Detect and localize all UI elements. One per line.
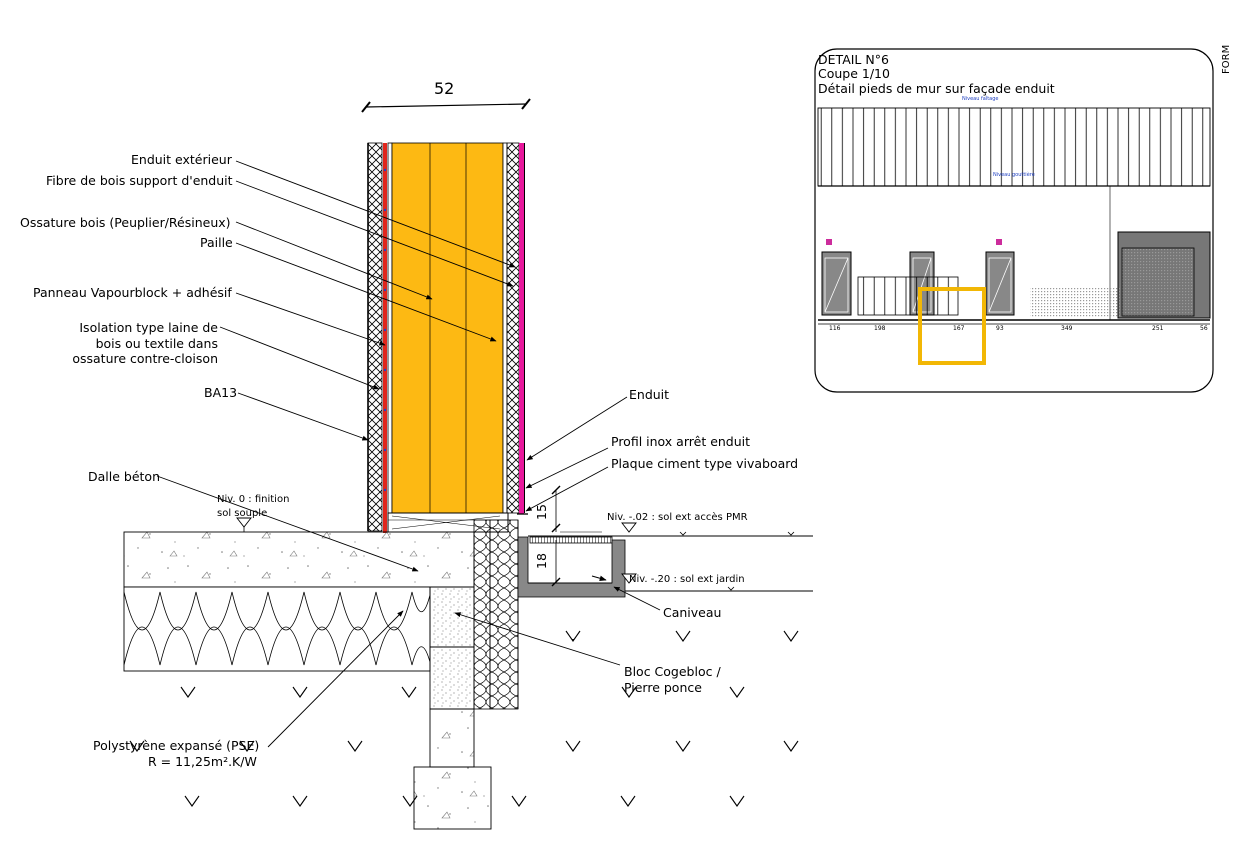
inset-pink-marker-icon	[996, 239, 1002, 245]
label-bloc-1: Bloc Cogebloc /	[624, 664, 721, 679]
dim-15: 15	[534, 504, 549, 520]
label-caniveau: Caniveau	[663, 605, 721, 620]
label-ossature-bois: Ossature bois (Peuplier/Résineux)	[20, 215, 231, 230]
label-isolation-3: ossature contre-cloison	[72, 351, 218, 366]
annotations: Enduit extérieur Fibre de bois support d…	[20, 152, 798, 769]
inset-marker-top: Niveau faîtage	[962, 95, 998, 102]
label-pse-1: Polystyrène expansé (PSE)	[93, 738, 259, 753]
label-bloc-2: Pierre ponce	[624, 680, 702, 695]
inset-dim: 167	[953, 325, 965, 332]
dimension-52: 52	[434, 79, 454, 98]
label-dalle-beton: Dalle béton	[88, 469, 160, 484]
wall-section	[367, 142, 528, 533]
slab-foundation	[123, 519, 519, 830]
label-profil-inox: Profil inox arrêt enduit	[611, 434, 750, 449]
label-niv0-2: sol souple	[217, 508, 267, 519]
inset-scale: Coupe 1/10	[818, 66, 890, 81]
exterior-ground: 15 18	[236, 485, 813, 598]
level-marker-icon	[621, 522, 637, 533]
inset-subtitle: Détail pieds de mur sur façade enduit	[818, 81, 1055, 96]
label-fibre-bois: Fibre de bois support d'enduit	[46, 173, 233, 188]
inset-marker-mid: Niveau gouttière	[993, 171, 1035, 178]
label-isolation-1: Isolation type laine de	[79, 320, 218, 335]
label-paille: Paille	[200, 235, 233, 250]
level-marker-icon	[621, 573, 637, 584]
vapourblock-layer	[383, 143, 387, 533]
top-dimension: 52	[361, 79, 531, 113]
label-isolation-2: bois ou textile dans	[96, 336, 218, 351]
inset-dim: 56	[1200, 325, 1208, 332]
dim-18: 18	[534, 553, 549, 569]
inset-dim: 93	[996, 325, 1004, 332]
inset-dim: 116	[829, 325, 841, 332]
label-niv0-1: Niv. 0 : finition	[217, 494, 289, 505]
label-niv02: Niv. -.02 : sol ext accès PMR	[607, 511, 748, 523]
level-marker-icon	[236, 517, 252, 528]
leader-lines	[156, 160, 661, 748]
label-niv20: Niv. -.20 : sol ext jardin	[629, 574, 745, 585]
inset-dimension-row: 116 198 167 93 349 251 56	[829, 325, 1208, 332]
render-layer	[519, 143, 524, 513]
label-enduit: Enduit	[629, 387, 669, 402]
inset-dim: 198	[874, 325, 886, 332]
inset-elevation: DETAIL N°6 Coupe 1/10 Détail pieds de mu…	[814, 48, 1214, 393]
corner-form-text: FORM	[1221, 45, 1232, 74]
inset-dim: 349	[1061, 325, 1073, 332]
inset-highlight-box	[918, 287, 986, 365]
inset-pink-marker-icon	[826, 239, 832, 245]
inset-title: DETAIL N°6	[818, 52, 889, 67]
label-pse-2: R = 11,25m².K/W	[148, 754, 257, 769]
straw-layer	[391, 142, 504, 514]
label-plaque-ciment: Plaque ciment type vivaboard	[611, 456, 798, 471]
soil-symbols	[129, 630, 799, 807]
label-enduit-exterieur: Enduit extérieur	[131, 152, 233, 167]
label-ba13: BA13	[204, 385, 237, 400]
inset-dim: 251	[1152, 325, 1164, 332]
label-panneau-vapourblock: Panneau Vapourblock + adhésif	[33, 285, 232, 300]
